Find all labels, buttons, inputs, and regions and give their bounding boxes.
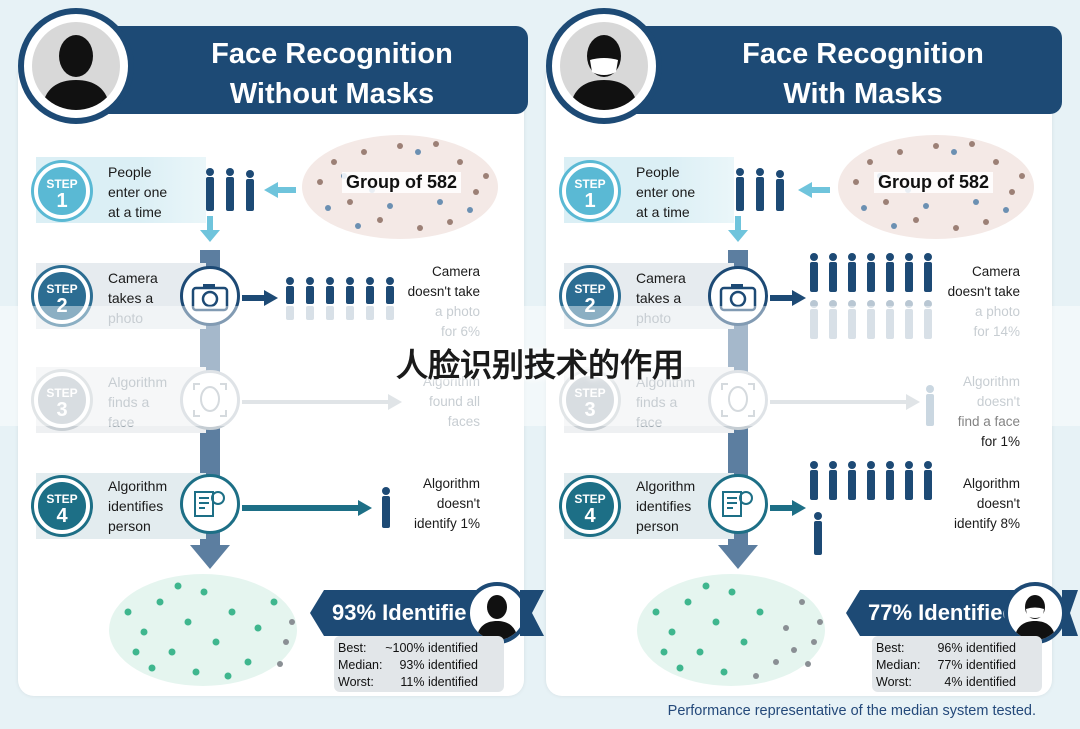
title-line2: With Masks <box>783 78 943 110</box>
identified-crowd <box>109 574 297 686</box>
overlay-band <box>0 306 1080 426</box>
result-avatar <box>1004 582 1066 644</box>
arrow-step2 <box>770 290 806 306</box>
arrow-step4 <box>242 500 372 516</box>
people-queue <box>206 168 254 211</box>
flow-arrow-down <box>190 545 230 569</box>
ribbon-tail <box>520 590 544 636</box>
title-line1: Face Recognition <box>742 38 984 70</box>
document-gear-icon <box>722 491 753 517</box>
header-without-masks: Face Recognition Without Masks <box>96 26 528 114</box>
face-scan-icon-circle <box>180 370 240 430</box>
header-with-masks: Face Recognition With Masks <box>624 26 1062 114</box>
arrow-step4 <box>770 500 806 516</box>
face-scan-icon-circle <box>708 370 768 430</box>
overlay-title: 人脸识别技术的作用 <box>395 347 684 383</box>
arrow-step3 <box>770 394 920 410</box>
title-line2: Without Masks <box>229 78 435 110</box>
step-badge-4: STEP 4 <box>34 478 90 534</box>
step-badge-1: STEP 1 <box>34 163 90 219</box>
people-queue <box>736 168 784 211</box>
identified-crowd <box>637 574 825 686</box>
result-avatar <box>466 582 528 644</box>
step-badge-3: STEP 3 <box>34 372 90 428</box>
people-photographed <box>286 277 394 320</box>
person-silhouette-icon <box>42 35 110 110</box>
arrow-from-group <box>798 182 830 198</box>
footer-note: Performance representative of the median… <box>667 703 1036 719</box>
header-title: Face Recognition Without Masks <box>136 34 528 114</box>
header-title: Face Recognition With Masks <box>664 34 1062 114</box>
camera-icon-circle <box>180 266 240 326</box>
masked-person-icon <box>570 35 638 110</box>
identify-icon-circle <box>708 474 768 534</box>
stats-box: Best:~100% identified Median:93% identif… <box>334 636 504 692</box>
stats-box: Best:96% identified Median:77% identifie… <box>872 636 1042 692</box>
arrow-from-group <box>264 182 296 198</box>
avatar-with-mask <box>546 8 662 124</box>
face-scan-icon <box>193 383 227 417</box>
person-silhouette-icon <box>476 595 518 640</box>
document-gear-icon <box>194 491 225 517</box>
camera-icon-circle <box>708 266 768 326</box>
missed-face-person <box>926 385 934 426</box>
camera-icon <box>191 284 229 312</box>
masked-person-icon <box>1014 595 1056 640</box>
identify-icon-circle <box>180 474 240 534</box>
flow-arrow-down <box>718 545 758 569</box>
step-badge-4: STEP 4 <box>562 478 618 534</box>
small-arrow-down <box>200 216 220 242</box>
title-line1: Face Recognition <box>211 38 453 70</box>
step-badge-3: STEP 3 <box>562 372 618 428</box>
avatar-without-mask <box>18 8 134 124</box>
camera-icon <box>719 284 757 312</box>
step-badge-2: STEP 2 <box>562 268 618 324</box>
group-label: Group of 582 <box>342 172 462 193</box>
step-badge-2: STEP 2 <box>34 268 90 324</box>
small-arrow-down <box>728 216 748 242</box>
people-photographed <box>810 253 932 339</box>
ribbon-tail <box>1062 590 1078 636</box>
arrow-step2 <box>242 290 278 306</box>
group-label: Group of 582 <box>874 172 994 193</box>
face-scan-icon <box>721 383 755 417</box>
arrow-step3 <box>242 394 402 410</box>
unidentified-person <box>382 487 390 528</box>
step-badge-1: STEP 1 <box>562 163 618 219</box>
unidentified-people <box>810 461 932 555</box>
